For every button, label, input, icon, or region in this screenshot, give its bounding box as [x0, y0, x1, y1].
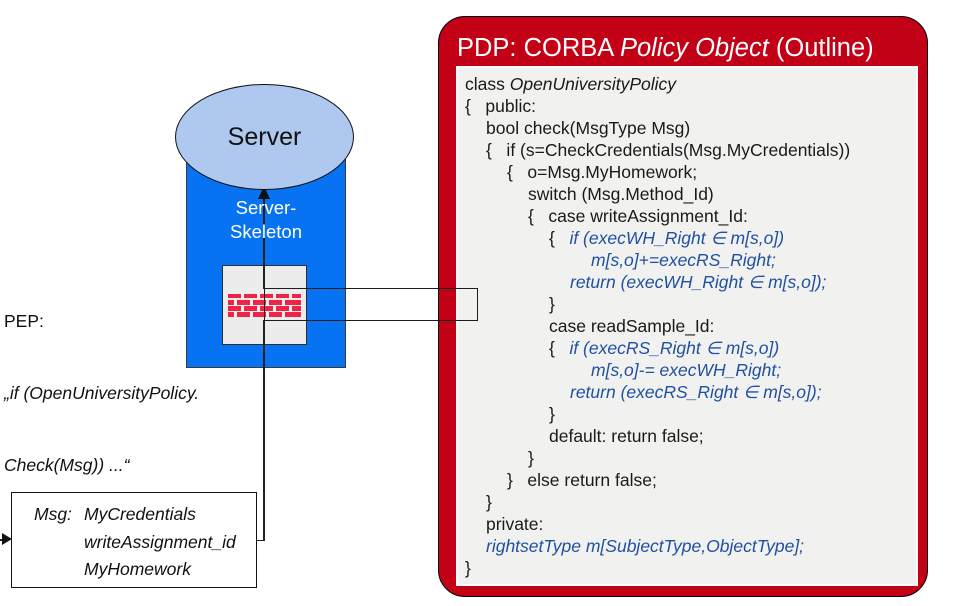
code-line: { o=Msg.MyHomework; [507, 162, 698, 182]
pdp-title-italic: Policy Object [619, 34, 769, 62]
server-ellipse: Server [175, 84, 354, 190]
code-block: class OpenUniversityPolicy{ public:bool … [458, 68, 916, 579]
code-line: m[s,o]-= execWH_Right; [591, 360, 782, 380]
msg-item: writeAssignment_id [84, 531, 236, 552]
code-line: return (execWH_Right ∈ m[s,o]); [570, 272, 827, 292]
code-line: default: return false; [549, 426, 704, 446]
arrow-right-icon [2, 533, 12, 545]
pdp-title: PDP: CORBA Policy Object (Outline) [457, 34, 874, 63]
code-line: } [549, 294, 555, 314]
msg-label: Msg: [34, 504, 72, 524]
brick-row [228, 293, 301, 299]
brick-row [228, 306, 301, 311]
skeleton-label-line2: Skeleton [230, 221, 302, 242]
brick-wall [224, 289, 305, 320]
code-line: return (execRS_Right ∈ m[s,o]); [570, 382, 822, 402]
msg-item: MyCredentials [84, 504, 196, 524]
brick-row [228, 312, 301, 318]
code-line: bool check(MsgType Msg) [486, 118, 691, 138]
code-line: m[s,o]+=execRS_Right; [591, 250, 776, 270]
code-line: class OpenUniversityPolicy [465, 74, 677, 94]
code-line: } else return false; [507, 470, 657, 490]
msg-items: MyCredentials writeAssignment_id MyHomew… [84, 501, 236, 587]
pdp-panel: PDP: CORBA Policy Object (Outline) class… [438, 16, 928, 597]
msg-item: MyHomework [84, 559, 191, 579]
msg-box: Msg: MyCredentials writeAssignment_id My… [11, 492, 257, 588]
message-arrow-elbow [256, 539, 265, 542]
pep-annotation: PEP: „if (OpenUniversityPolicy. Check(Ms… [4, 261, 234, 525]
code-line: } [486, 492, 492, 512]
code-line: { case writeAssignment_Id: [528, 206, 748, 226]
message-arrow-line [263, 196, 265, 541]
code-line: } [465, 558, 471, 578]
code-line: { if (execRS_Right ∈ m[s,o]) [549, 338, 780, 358]
code-line: switch (Msg.Method_Id) [528, 184, 714, 204]
pep-code-line2: Check(Msg)) ...“ [4, 455, 130, 475]
code-line: { if (s=CheckCredentials(Msg.MyCredentia… [486, 140, 851, 160]
code-line: { if (execWH_Right ∈ m[s,o]) [549, 228, 785, 248]
pep-pdp-connector-rect [263, 288, 478, 321]
code-line: } [549, 404, 555, 424]
code-line: { public: [465, 96, 537, 116]
skeleton-label-line1: Server- [235, 197, 297, 218]
pdp-title-suffix: (Outline) [768, 34, 874, 62]
skeleton-label: Server- Skeleton [186, 196, 346, 244]
pdp-code-panel: class OpenUniversityPolicy{ public:bool … [456, 66, 918, 586]
server-label: Server [227, 122, 302, 151]
brick-row [228, 299, 301, 305]
code-line: private: [486, 514, 544, 534]
code-line: } [528, 448, 534, 468]
pep-title: PEP: [4, 311, 44, 331]
code-line: case readSample_Id: [549, 316, 715, 336]
pdp-title-prefix: PDP: CORBA [457, 34, 620, 62]
code-line: rightsetType m[SubjectType,ObjectType]; [486, 536, 805, 556]
pep-code-line1: „if (OpenUniversityPolicy. [4, 383, 200, 403]
